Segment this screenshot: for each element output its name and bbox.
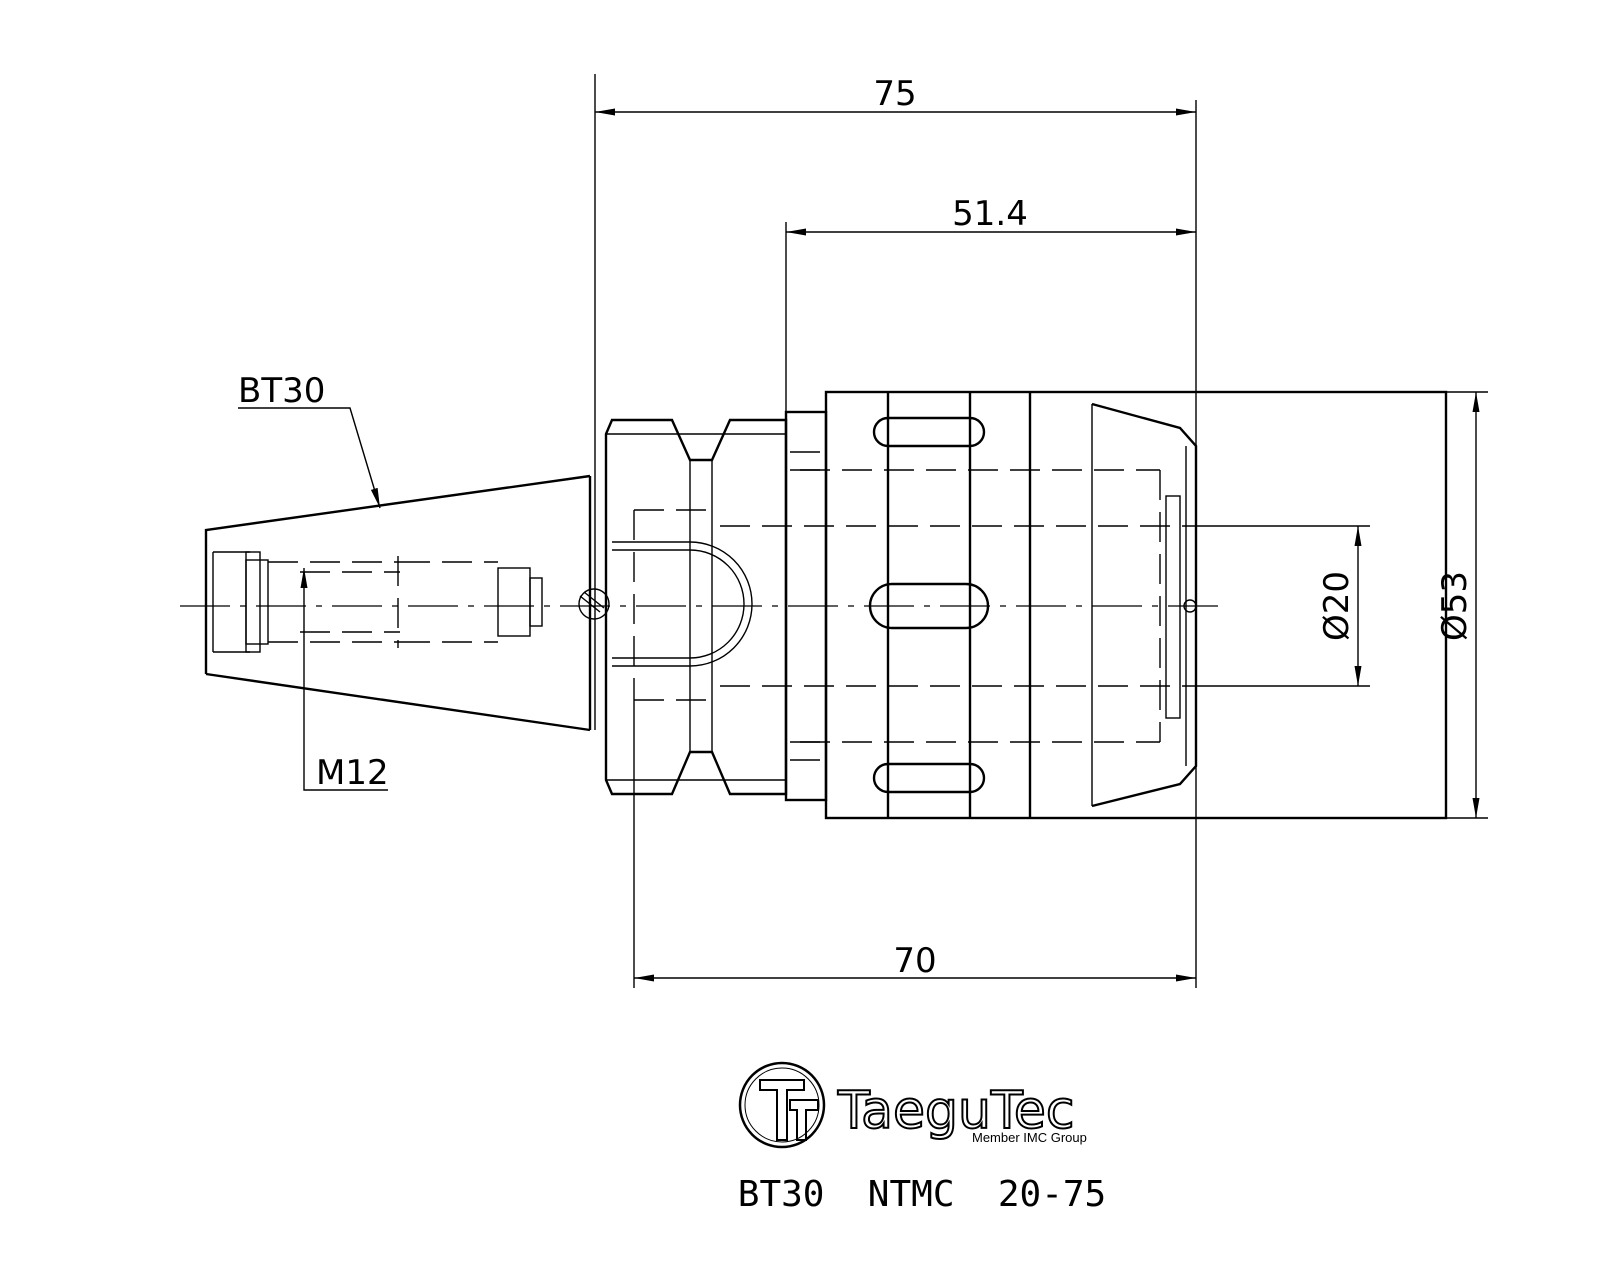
callout-m12-label: M12: [316, 753, 389, 793]
flange: [604, 418, 788, 796]
callout-m12: M12: [300, 568, 389, 793]
dimension-51-4-label: 51.4: [952, 194, 1028, 234]
dimension-d20: Ø20: [1196, 525, 1370, 687]
dimension-d53-label: Ø53: [1435, 571, 1475, 641]
taper-shank: [204, 474, 610, 732]
brand-tagline: Member IMC Group: [972, 1130, 1087, 1145]
dimension-75-label: 75: [873, 74, 916, 114]
callout-bt30: BT30: [238, 371, 381, 509]
dimension-d20-label: Ø20: [1317, 571, 1357, 641]
brand-logo: TaeguTec Member IMC Group: [738, 1061, 1087, 1149]
dimension-70: 70: [633, 700, 1197, 988]
dimension-70-label: 70: [893, 941, 936, 981]
dimension-75: 75: [594, 74, 1197, 476]
brand-name: TaeguTec: [837, 1081, 1075, 1141]
dimension-51-4: 51.4: [785, 194, 1196, 412]
dimension-d53: Ø53: [1435, 391, 1488, 819]
callout-bt30-label: BT30: [238, 371, 325, 411]
part-number-title: BT30 NTMC 20-75: [738, 1174, 1106, 1215]
